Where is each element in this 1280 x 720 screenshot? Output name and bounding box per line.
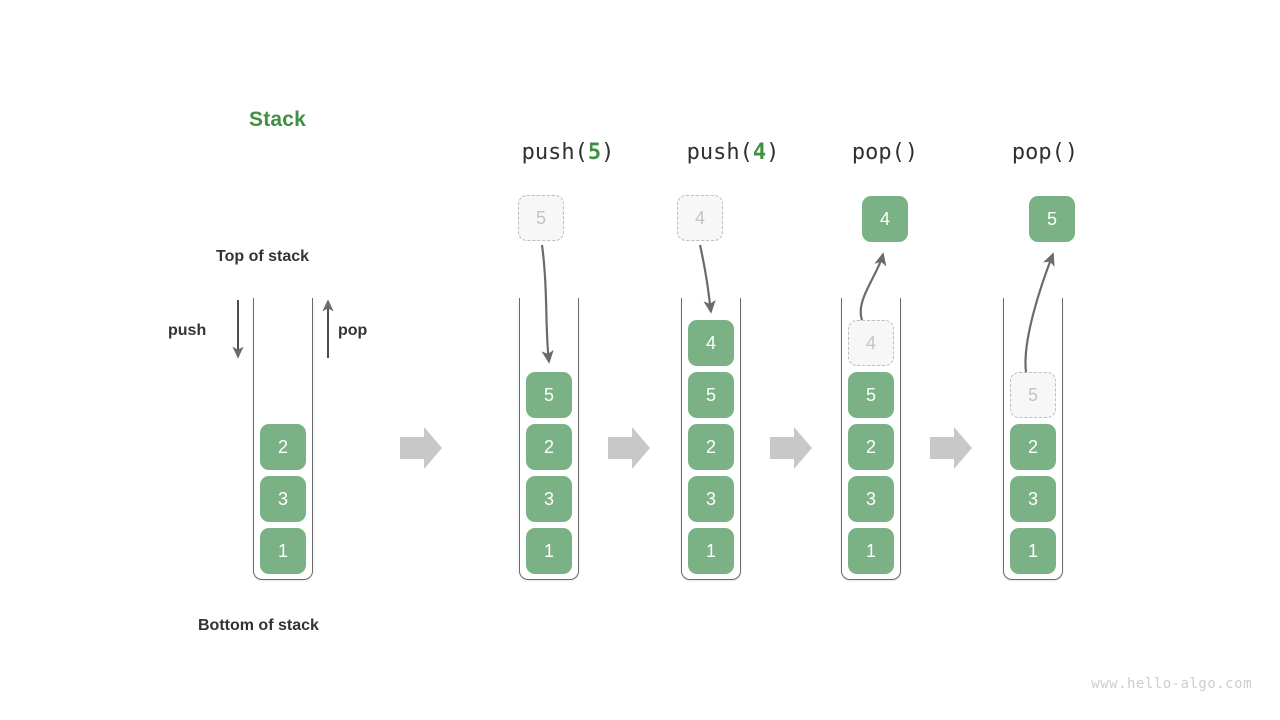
step-arrow-4 [930, 427, 972, 469]
popped-cell: 5 [1029, 196, 1075, 242]
stack-cell: 1 [688, 528, 734, 574]
stack-cell: 2 [688, 424, 734, 470]
cell-value: 3 [1027, 488, 1038, 509]
page-title: Stack [249, 108, 307, 131]
cell-value: 5 [1046, 208, 1057, 229]
incoming-ghost-cell: 4 [677, 195, 723, 241]
cell-value: 2 [705, 436, 716, 457]
cell-value: 5 [705, 384, 716, 405]
stack-cell: 3 [260, 476, 306, 522]
popped-cell: 4 [862, 196, 908, 242]
watermark: www.hello-algo.com [1091, 676, 1252, 692]
cell-value: 1 [543, 540, 554, 561]
stack-cell: 2 [260, 424, 306, 470]
cell-value: 5 [865, 384, 876, 405]
op-title-text: pop( [851, 140, 905, 165]
push-label: push [168, 322, 207, 339]
op-title-pop-1: pop() [785, 140, 985, 165]
op-title-suffix: ) [766, 140, 780, 165]
removed-ghost-cell: 5 [1010, 372, 1056, 418]
op-title-text: pop( [1011, 140, 1065, 165]
stack-cell: 2 [1010, 424, 1056, 470]
stack-cell: 3 [848, 476, 894, 522]
op-title-suffix: ) [904, 140, 919, 165]
stack-cell: 5 [526, 372, 572, 418]
cell-value: 3 [543, 488, 554, 509]
stack-cell: 1 [848, 528, 894, 574]
cell-value: 3 [865, 488, 876, 509]
op-title-push-5: push(5) [468, 140, 668, 165]
pop-label: pop [338, 322, 368, 339]
removed-ghost-cell: 4 [848, 320, 894, 366]
stack-cell: 2 [526, 424, 572, 470]
cell-value: 5 [1027, 384, 1038, 405]
stack-cell: 5 [848, 372, 894, 418]
op-title-text: push( [686, 140, 753, 165]
op-title-pop-2: pop() [945, 140, 1145, 165]
incoming-ghost-cell: 5 [518, 195, 564, 241]
bottom-of-stack-label: Bottom of stack [198, 617, 319, 634]
cell-value: 5 [543, 384, 554, 405]
cell-value: 4 [865, 332, 876, 353]
stack-cell: 1 [260, 528, 306, 574]
cell-value: 3 [277, 488, 288, 509]
cell-value: 4 [705, 332, 716, 353]
op-title-text: push( [521, 140, 588, 165]
cell-value: 2 [1027, 436, 1038, 457]
op-title-number: 4 [752, 140, 767, 165]
stack-cell: 5 [688, 372, 734, 418]
stack-cell: 2 [848, 424, 894, 470]
op-title-push-4: push(4) [633, 140, 833, 165]
op-title-suffix: ) [601, 140, 615, 165]
cell-value: 5 [535, 207, 546, 228]
cell-value: 4 [694, 207, 705, 228]
op-title-suffix: ) [1064, 140, 1079, 165]
cell-value: 2 [543, 436, 554, 457]
step-arrow-3 [770, 427, 812, 469]
cell-value: 1 [705, 540, 716, 561]
stack-cell: 3 [1010, 476, 1056, 522]
stack-cell: 4 [688, 320, 734, 366]
op-title-number: 5 [587, 140, 602, 165]
stack-cell: 1 [1010, 528, 1056, 574]
top-of-stack-label: Top of stack [216, 248, 310, 265]
cell-value: 2 [277, 436, 288, 457]
cell-value: 4 [879, 208, 890, 229]
stack-cell: 3 [526, 476, 572, 522]
cell-value: 1 [1027, 540, 1038, 561]
step-arrow-1 [400, 427, 442, 469]
cell-value: 1 [277, 540, 288, 561]
stack-cell: 1 [526, 528, 572, 574]
step-arrow-2 [608, 427, 650, 469]
stack-cell: 3 [688, 476, 734, 522]
cell-value: 3 [705, 488, 716, 509]
cell-value: 2 [865, 436, 876, 457]
cell-value: 1 [865, 540, 876, 561]
